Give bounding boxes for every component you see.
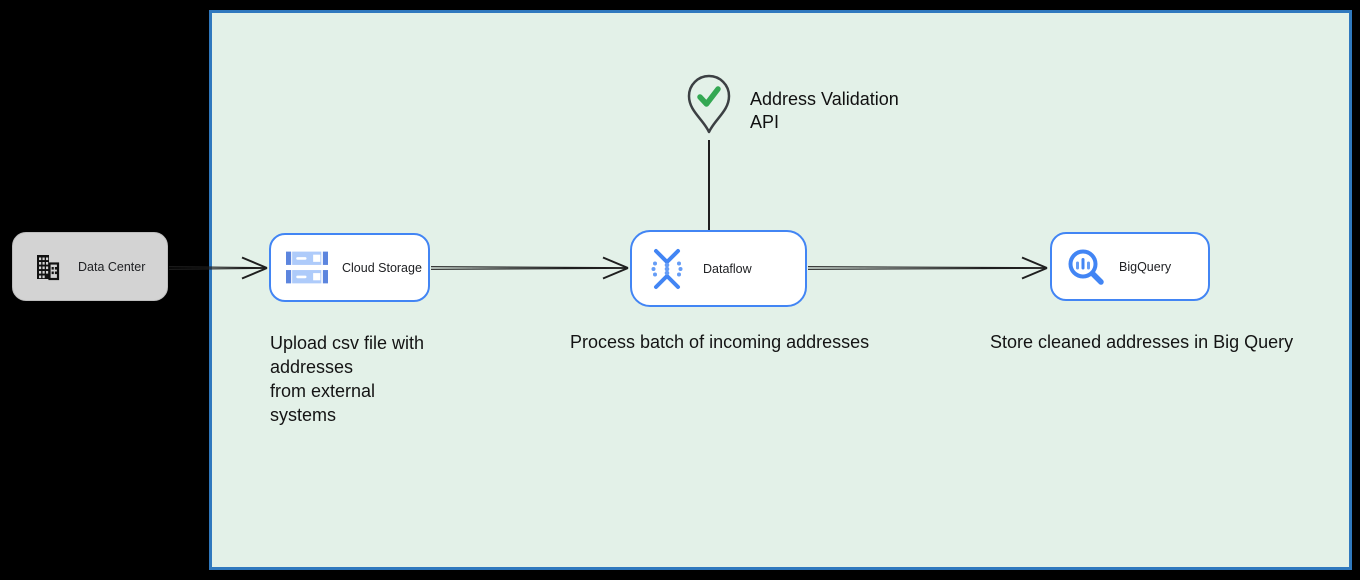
caption-process-batch: Process batch of incoming addresses <box>570 332 870 352</box>
node-dataflow: Dataflow <box>630 230 807 307</box>
node-label-cloud-storage: Cloud Storage <box>342 260 422 275</box>
building-icon <box>37 254 60 280</box>
cloud-storage-icon <box>286 251 328 283</box>
node-label-dataflow: Dataflow <box>703 261 752 276</box>
caption-upload-csv: Upload csv file with addresses from exte… <box>270 333 425 425</box>
node-label-data-center: Data Center <box>78 259 146 274</box>
dataflow-icon <box>651 248 683 289</box>
arrow-dataflow-to-bigquery <box>807 256 1048 280</box>
caption-store-bigquery: Store cleaned addresses in Big Query <box>990 332 1294 352</box>
bigquery-icon <box>1068 249 1104 285</box>
node-data-center: Data Center <box>12 232 168 301</box>
node-bigquery: BigQuery <box>1050 232 1210 301</box>
api-marker-label: Address Validation API <box>750 89 899 132</box>
node-label-bigquery: BigQuery <box>1119 259 1172 274</box>
arrow-cloudstorage-to-dataflow <box>430 256 629 280</box>
connector-api-to-dataflow <box>708 140 710 230</box>
node-cloud-storage: Cloud Storage <box>269 233 430 302</box>
map-pin-check-icon <box>687 74 731 134</box>
arrow-datacenter-to-cloudstorage <box>168 256 268 280</box>
